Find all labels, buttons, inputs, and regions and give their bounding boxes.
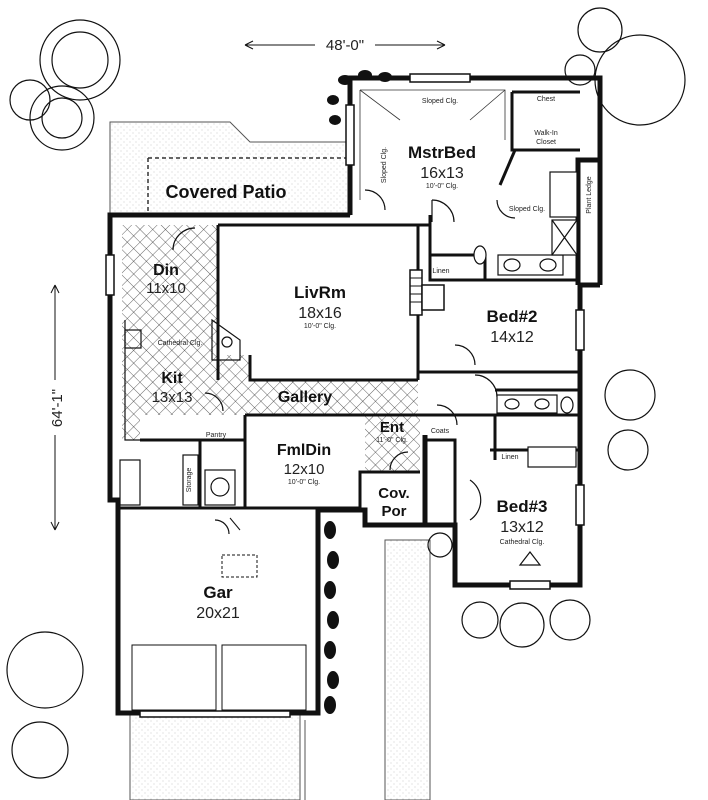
- landscape-shrubs: [6, 7, 686, 779]
- covered-patio-label: Covered Patio: [165, 182, 286, 202]
- bed3-size: 13x12: [500, 519, 544, 536]
- master-bath-fixtures: [473, 171, 578, 276]
- sloped-clg-side: Sloped Clg.: [381, 147, 388, 183]
- door-swings: [172, 189, 516, 535]
- bed2-label: Bed#2: [486, 307, 537, 326]
- entry-tile: [365, 415, 420, 472]
- mstr-bed-size: 16x13: [420, 165, 464, 182]
- front-walk: [384, 539, 431, 800]
- kit-size: 13x13: [152, 389, 193, 406]
- dimension-lines: [50, 40, 446, 531]
- gallery-label: Gallery: [278, 389, 332, 406]
- gallery-tile: [218, 380, 418, 415]
- pantry-label: Pantry: [206, 432, 227, 439]
- driveway: [129, 714, 301, 800]
- fml-din-label: FmlDin: [277, 442, 331, 459]
- sloped-ceiling-lines: [359, 89, 506, 200]
- din-size: 11x10: [146, 280, 186, 297]
- linen-hall-label: Linen: [501, 454, 518, 461]
- liv-rm-ceiling: 10'-0" Clg.: [304, 323, 336, 330]
- utility-fixtures: [182, 454, 236, 506]
- garage-doors: [131, 517, 307, 711]
- cov-por-label-1: Cov.: [378, 485, 409, 502]
- depth-dimension: 64'-1": [49, 389, 66, 427]
- kitchen-counters: [119, 318, 241, 506]
- walk-in-label: Walk-In: [534, 130, 558, 137]
- liv-rm-size: 18x16: [298, 305, 342, 322]
- closet-label: Closet: [536, 139, 556, 146]
- kit-label: Kit: [161, 370, 183, 387]
- chest-label: Chest: [537, 96, 555, 103]
- mstr-bed-label: MstrBed: [408, 143, 476, 162]
- fml-din-ceiling: 10'-0" Clg.: [288, 479, 320, 486]
- gar-label: Gar: [203, 583, 233, 602]
- windows: [105, 73, 585, 718]
- coats-label: Coats: [431, 428, 450, 435]
- cov-por-label-2: Por: [381, 503, 406, 520]
- shrub-hedge: [324, 70, 392, 714]
- cathedral-mark: [518, 551, 542, 566]
- sloped-clg-bath: Sloped Clg.: [509, 206, 545, 213]
- gar-size: 20x21: [196, 605, 240, 622]
- fireplace: [409, 269, 445, 316]
- ent-label: Ent: [380, 419, 404, 436]
- storage-label: Storage: [186, 468, 193, 493]
- ent-ceiling: 11'-0" Clg.: [376, 437, 408, 444]
- din-label: Din: [153, 262, 179, 279]
- plant-ledge-label: Plant Ledge: [586, 176, 593, 213]
- kit-ceiling-note: Cathedral Clg.: [158, 340, 203, 347]
- liv-rm-label: LivRm: [294, 283, 346, 302]
- bed2-size: 14x12: [490, 329, 534, 346]
- mstr-bed-ceiling: 10'-0" Clg.: [426, 183, 458, 190]
- sloped-clg-top: Sloped Clg.: [422, 98, 458, 105]
- width-dimension: 48'-0": [326, 37, 364, 54]
- bed3-ceiling: Cathedral Clg.: [500, 539, 545, 546]
- bed3-label: Bed#3: [496, 497, 547, 516]
- hall-bath-fixtures: [496, 394, 577, 468]
- linen-master-label: Linen: [432, 268, 449, 275]
- fml-din-size: 12x10: [284, 461, 325, 478]
